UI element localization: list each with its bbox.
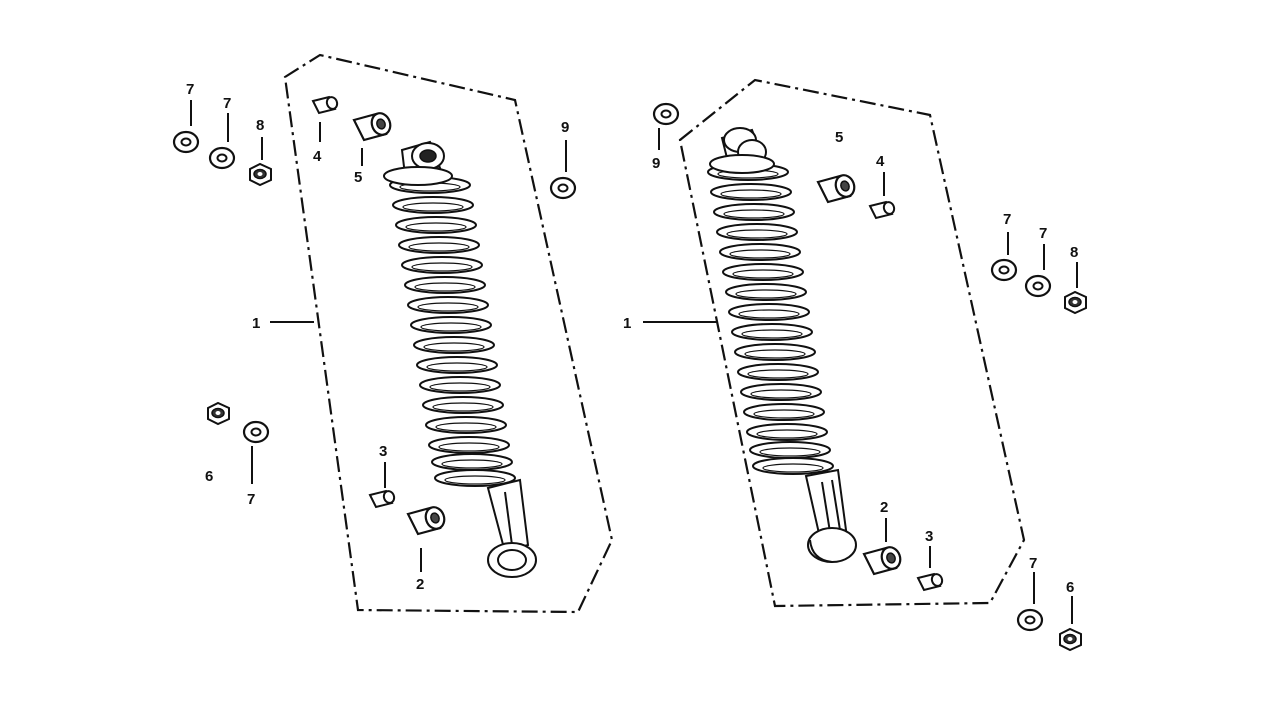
right-lower-body <box>804 468 857 563</box>
right-pin-4 <box>869 199 897 219</box>
left-callout-8: 8 <box>256 117 264 134</box>
left-callout-6: 6 <box>205 468 213 485</box>
left-callout-7c: 7 <box>247 491 255 508</box>
right-washer-9 <box>652 102 680 126</box>
left-bushing-2 <box>406 503 449 536</box>
left-washer-7b <box>208 146 236 170</box>
left-callout-1: 1 <box>252 315 260 332</box>
left-callout-2: 2 <box>416 576 424 593</box>
right-assembly-outline <box>678 78 1026 608</box>
left-shock-assembly: 1 7 7 8 4 5 9 6 7 3 2 <box>172 53 614 614</box>
right-callout-1: 1 <box>623 315 631 332</box>
right-callout-7a: 7 <box>1003 211 1011 228</box>
left-bushing-5 <box>352 109 395 142</box>
right-spring <box>707 163 834 475</box>
right-callout-8: 8 <box>1070 244 1078 261</box>
right-callout-4: 4 <box>876 153 885 170</box>
right-bushing-2 <box>862 543 905 576</box>
right-callout-3: 3 <box>925 528 933 545</box>
left-callout-7b: 7 <box>223 95 231 112</box>
left-callout-7a: 7 <box>186 81 194 98</box>
right-washer-7a <box>990 258 1018 282</box>
left-assembly-outline <box>283 53 614 614</box>
left-callout-3: 3 <box>379 443 387 460</box>
left-callout-5: 5 <box>354 169 362 186</box>
right-washer-7b <box>1024 274 1052 298</box>
right-callout-5: 5 <box>835 129 843 146</box>
right-callout-9: 9 <box>652 155 660 172</box>
left-callout-9: 9 <box>561 119 569 136</box>
left-washer-7a <box>172 130 200 154</box>
right-pin-3 <box>917 571 945 591</box>
left-callout-4: 4 <box>313 148 322 165</box>
left-washer-7c <box>242 420 270 444</box>
left-washer-9 <box>549 176 577 200</box>
right-nut-6 <box>1059 628 1082 651</box>
right-washer-7c <box>1016 608 1044 632</box>
left-pin-4 <box>312 94 340 114</box>
right-top-eye <box>709 127 775 174</box>
right-bushing-5 <box>816 171 859 204</box>
right-callout-2: 2 <box>880 499 888 516</box>
right-shock-assembly: 1 9 5 4 7 7 8 2 3 7 6 <box>623 78 1087 651</box>
right-callout-6: 6 <box>1066 579 1074 596</box>
left-nut-6 <box>207 402 230 425</box>
left-spring <box>389 176 516 487</box>
right-callout-7c: 7 <box>1029 555 1037 572</box>
left-nut-8 <box>249 163 272 186</box>
right-nut-8 <box>1064 291 1087 314</box>
left-top-eye <box>383 140 453 186</box>
left-lower-body <box>486 478 537 578</box>
right-callout-7b: 7 <box>1039 225 1047 242</box>
left-pin-3 <box>369 488 397 508</box>
